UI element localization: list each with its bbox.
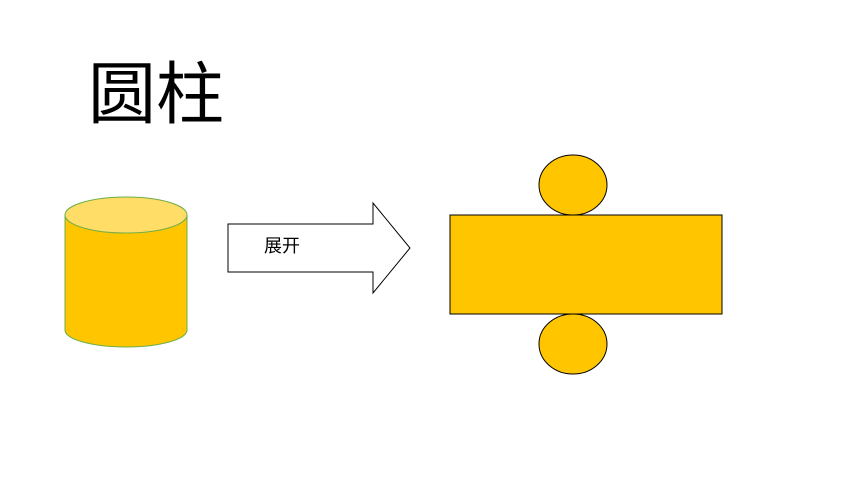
net-bottom-circle <box>538 313 608 375</box>
net-rectangle <box>449 214 723 315</box>
unfold-arrow: 展开 <box>227 201 411 295</box>
cylinder-net <box>449 154 723 375</box>
cylinder-side-outline <box>64 215 188 348</box>
net-top-circle <box>538 154 608 216</box>
cylinder-body <box>65 215 187 347</box>
arrow-label: 展开 <box>264 236 300 257</box>
slide-title: 圆柱 <box>88 56 225 135</box>
cylinder <box>64 196 188 348</box>
arrow-shape <box>227 201 411 295</box>
cylinder-top-face <box>64 196 188 234</box>
